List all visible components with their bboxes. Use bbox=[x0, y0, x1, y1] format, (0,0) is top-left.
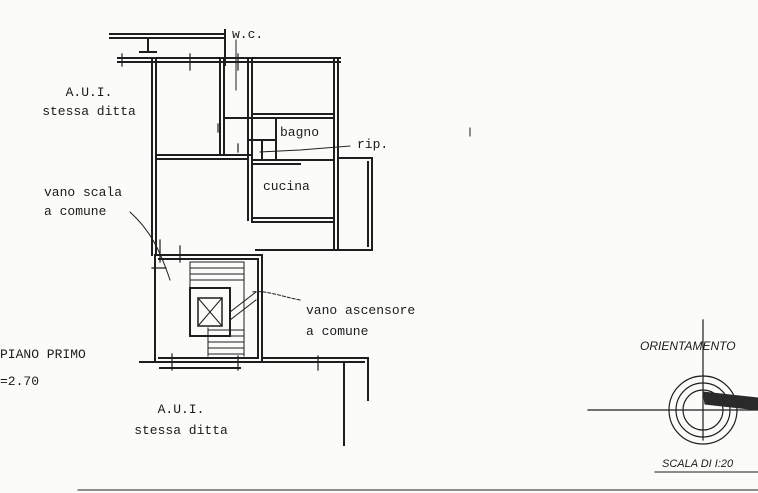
label-orientamento: ORIENTAMENTO bbox=[640, 339, 736, 353]
compass-rose bbox=[587, 319, 758, 445]
compass-arrow bbox=[702, 391, 758, 411]
arrow-vano-scala bbox=[129, 211, 171, 281]
stair-landing bbox=[229, 291, 257, 321]
label-vano-ascensore-line1: vano ascensore bbox=[306, 303, 416, 318]
elevator-cabin bbox=[197, 297, 223, 327]
arrow-rip bbox=[259, 145, 351, 153]
wall-interior-1 bbox=[219, 59, 225, 156]
wall-bottom bbox=[261, 357, 369, 446]
label-aui-bottom-line1: A.U.I. bbox=[157, 402, 205, 417]
wall-bottom-left bbox=[139, 361, 241, 369]
dimension-ticks bbox=[121, 53, 319, 371]
arrow-ascensore bbox=[251, 291, 301, 301]
label-aui-bottom: A.U.I. stessa ditta bbox=[122, 403, 240, 437]
balcony bbox=[255, 157, 373, 251]
label-vano-scala: vano scala a comune bbox=[44, 186, 122, 218]
label-bagno: bagno bbox=[280, 125, 320, 140]
label-piano: PIANO PRIMO bbox=[0, 347, 86, 362]
wall-rip bbox=[247, 139, 277, 161]
label-scala: SCALA DI I:20 bbox=[662, 458, 734, 470]
label-wc: w.c. bbox=[232, 27, 264, 42]
label-vano-ascensore-line2: a comune bbox=[306, 324, 369, 339]
label-aui-top-line2: stessa ditta bbox=[42, 104, 136, 119]
elevator-cross bbox=[197, 297, 223, 327]
wall-left bbox=[151, 59, 157, 256]
label-vano-ascensore: vano ascensore a comune bbox=[306, 304, 415, 338]
wall-cucina bbox=[251, 217, 335, 223]
label-aui-top-line1: A.U.I. bbox=[65, 85, 113, 100]
label-rip: rip. bbox=[357, 137, 389, 152]
label-cucina: cucina bbox=[263, 179, 310, 194]
label-vano-scala-line2: a comune bbox=[44, 204, 107, 219]
sheet-border bbox=[77, 471, 758, 491]
wall-wc bbox=[223, 113, 335, 119]
label-aui-bottom-line2: stessa ditta bbox=[134, 423, 228, 438]
wall-top bbox=[109, 33, 226, 53]
label-vano-scala-line1: vano scala bbox=[44, 185, 123, 200]
label-aui-top: A.U.I. stessa ditta bbox=[30, 86, 148, 118]
label-altezza: =2.70 bbox=[0, 374, 40, 389]
wall-living bbox=[155, 154, 253, 160]
